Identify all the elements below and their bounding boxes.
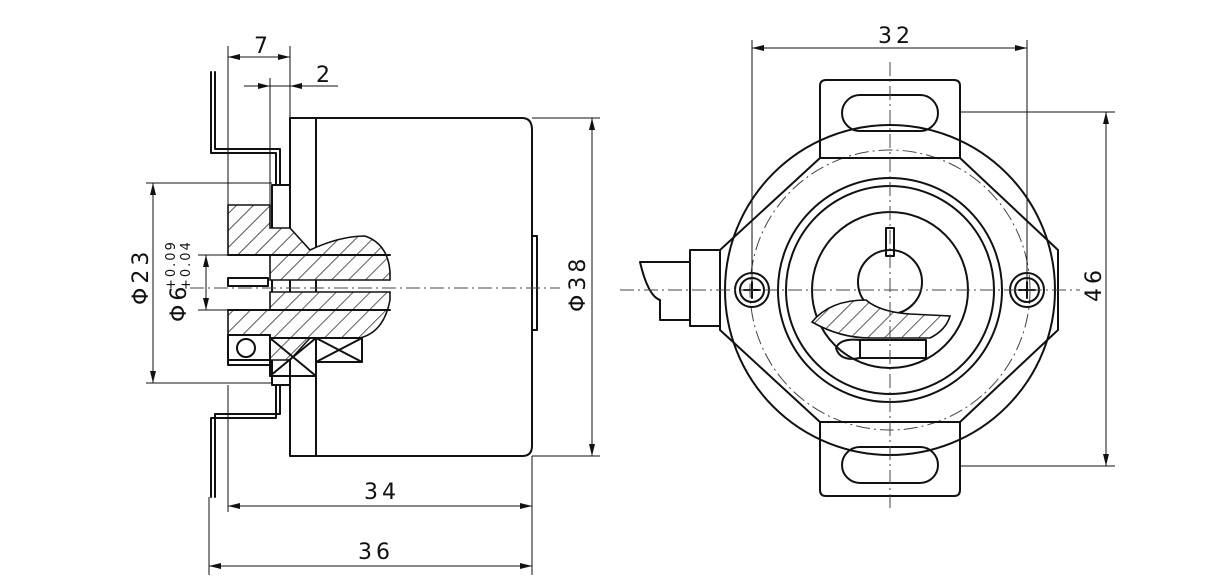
side-view: 7 2 34 36 Φ23 Φ6 +0.09 +0.0 <box>129 34 600 575</box>
hub-section-top <box>227 204 391 281</box>
hub-section-bottom <box>227 291 391 361</box>
set-screw-head <box>236 338 256 358</box>
dim-7-label: 7 <box>254 34 272 59</box>
dim-2-label: 2 <box>316 63 334 88</box>
cable-gland <box>689 249 721 327</box>
bearing-right-cross <box>315 337 363 363</box>
front-hub-section <box>810 299 952 339</box>
dim-d38-label: Φ38 <box>566 255 591 312</box>
dim-d38-arrow-bottom <box>589 444 595 456</box>
dim-34-label: 34 <box>364 480 400 505</box>
set-screw-bushing <box>227 334 271 366</box>
dim-36-label: 36 <box>358 540 394 565</box>
dim-7-arrow-right <box>278 54 290 60</box>
dim-32-arrow-left <box>752 45 764 51</box>
front-set-screw-head <box>835 338 861 360</box>
dim-7-arrow-left <box>228 54 240 60</box>
front-view: 32 46 <box>620 24 1115 512</box>
housing-body <box>289 117 533 457</box>
dim-36-arrow-left <box>209 563 221 569</box>
bearing-right <box>315 337 363 363</box>
set-screw-slot <box>227 277 269 287</box>
dim-2-arrow-left <box>258 83 270 89</box>
dim-32-label: 32 <box>878 24 914 49</box>
cable-stub <box>639 261 691 321</box>
dim-46-arrow-bottom <box>1103 454 1109 466</box>
dim-d38-arrow-top <box>589 118 595 130</box>
dim-d6-label: Φ6 <box>167 283 192 322</box>
dim-d6-arrow-top <box>203 255 209 267</box>
front-set-screw <box>859 339 927 359</box>
dim-d6-tol-lower: +0.04 <box>179 240 194 290</box>
dim-34-arrow-right <box>520 503 532 509</box>
bearing-left-cross <box>269 337 317 377</box>
dim-d23-arrow-top <box>150 183 156 195</box>
dim-d6-arrow-bottom <box>203 298 209 310</box>
dim-d23-arrow-bottom <box>150 371 156 383</box>
dim-d23-label: Φ23 <box>129 248 154 305</box>
dim-34-arrow-left <box>228 503 240 509</box>
rear-connector <box>531 235 538 331</box>
dim-46-label: 46 <box>1082 266 1107 302</box>
dim-36-arrow-right <box>520 563 532 569</box>
dim-2-arrow-right <box>290 83 302 89</box>
mounting-spring-bottom <box>210 384 281 498</box>
dim-46-arrow-top <box>1103 112 1109 124</box>
dim-32-arrow-right <box>1015 45 1027 51</box>
dim-d6-tol-upper: +0.09 <box>164 240 179 290</box>
mounting-spring-top <box>210 71 281 186</box>
